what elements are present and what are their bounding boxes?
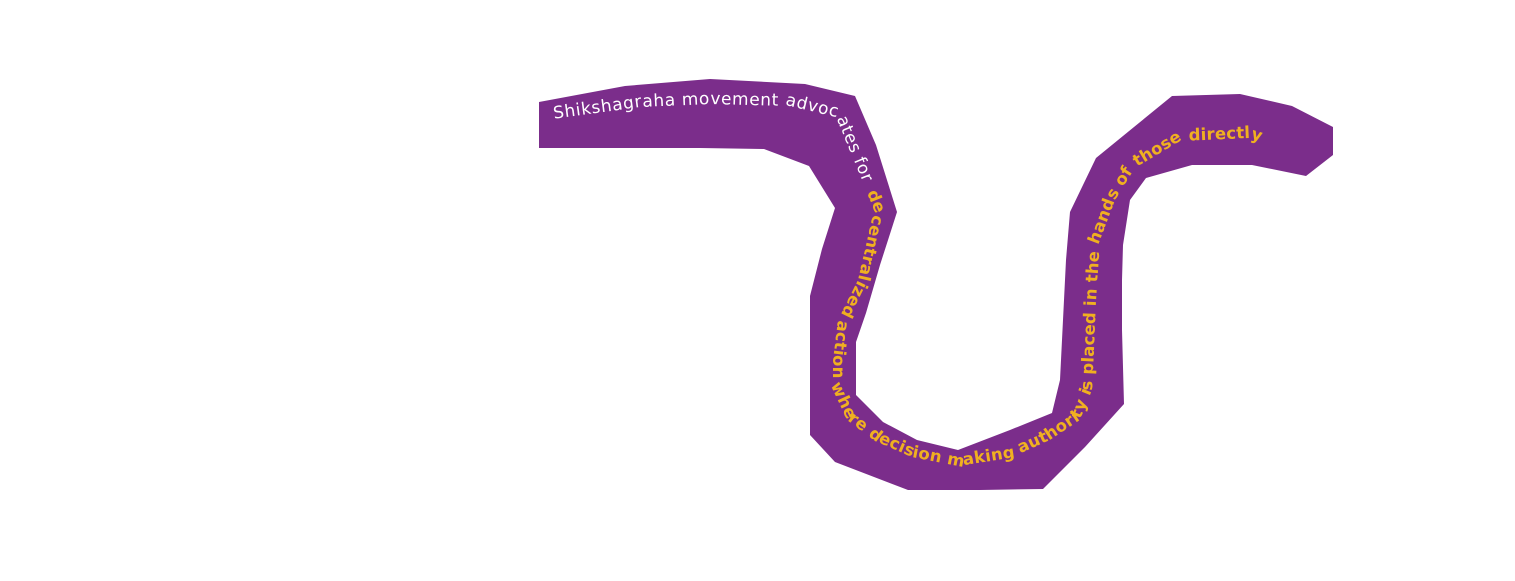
purple-ribbon (539, 79, 1333, 490)
